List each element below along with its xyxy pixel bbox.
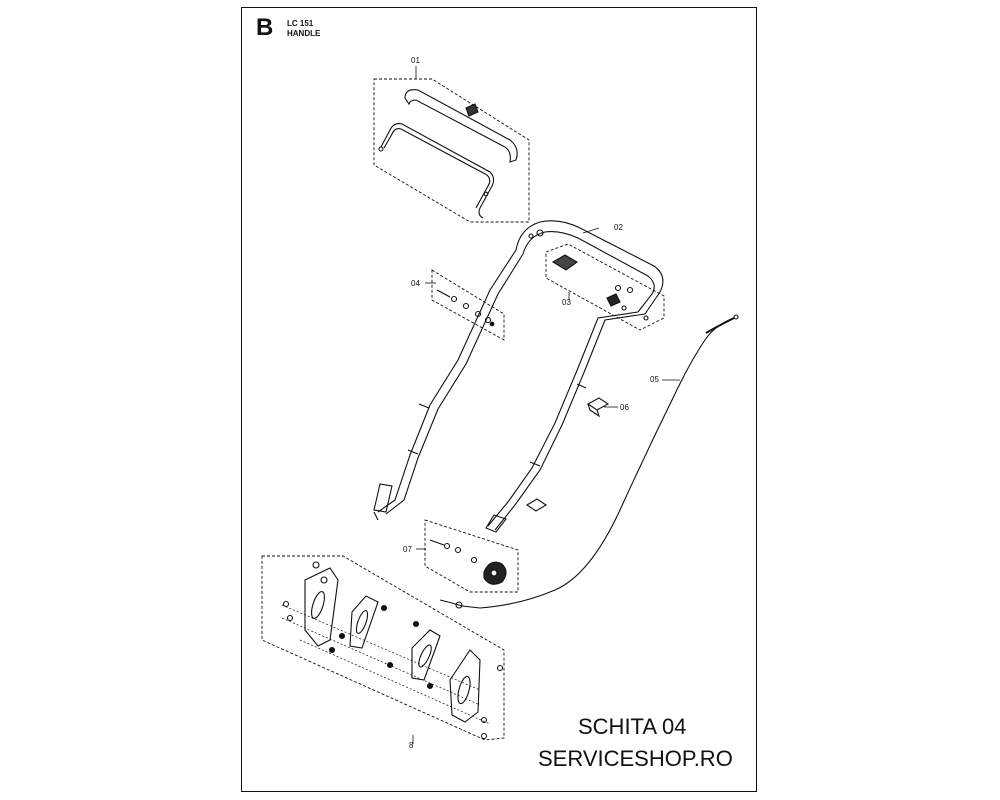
part-group-8 [261,555,505,744]
sheet-number: SCHITA 04 [578,714,687,739]
callout-8: 8 [409,741,414,750]
part-group-04 [431,269,505,341]
callout-06: 06 [620,403,629,412]
callout-07: 07 [403,545,412,554]
handle-frame-02 [373,220,664,533]
cable-05 [439,314,739,609]
callout-01: 01 [411,56,420,65]
assembly-name: HANDLE [287,29,321,38]
callout-02: 02 [614,223,623,232]
callout-05: 05 [650,375,659,384]
part-group-03 [545,243,665,331]
site-watermark: SERVICESHOP.RO [538,746,733,771]
callout-04: 04 [411,279,420,288]
callout-03: 03 [562,298,571,307]
part-group-01 [373,66,530,223]
section-letter: B [256,14,274,41]
model-title: LC 151 HANDLE [287,19,320,39]
drawing-border [241,7,757,792]
model-number: LC 151 [287,19,314,28]
part-group-07 [424,519,519,593]
clip-06 [525,397,610,512]
